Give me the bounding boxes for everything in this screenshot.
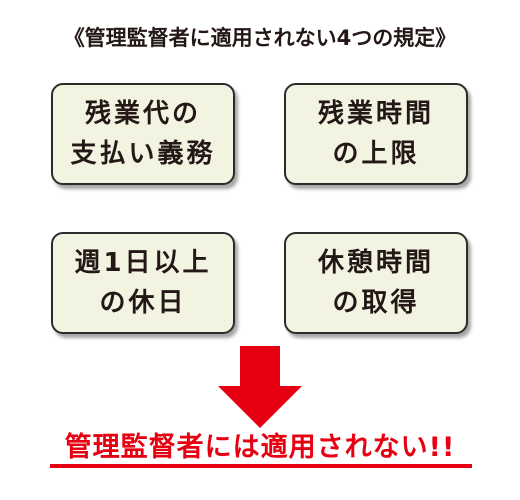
rule-box-line: 残業時間 bbox=[317, 99, 434, 129]
rule-box-overtime-limit: 残業時間 の上限 bbox=[284, 83, 468, 185]
conclusion-underline bbox=[50, 464, 472, 468]
diagram-title: 《管理監督者に適用されない4つの規定》 bbox=[63, 26, 457, 50]
rule-box-line: 休憩時間 bbox=[317, 248, 434, 278]
down-arrow-icon bbox=[218, 346, 302, 428]
rule-box-overtime-pay: 残業代の 支払い義務 bbox=[51, 83, 235, 185]
down-arrow-shape bbox=[218, 346, 302, 428]
rule-box-line: の休日 bbox=[99, 288, 187, 318]
conclusion-text: 管理監督者には適用されない!! bbox=[64, 432, 456, 463]
rule-box-line: 支払い義務 bbox=[70, 139, 216, 169]
rule-box-line: の取得 bbox=[332, 288, 420, 318]
rule-box-line: 週1日以上 bbox=[74, 248, 212, 278]
rule-box-line: の上限 bbox=[332, 139, 420, 169]
rule-box-weekly-holiday: 週1日以上 の休日 bbox=[51, 232, 235, 334]
rule-box-line: 残業代の bbox=[84, 99, 201, 129]
rule-box-break-time: 休憩時間 の取得 bbox=[284, 232, 468, 334]
